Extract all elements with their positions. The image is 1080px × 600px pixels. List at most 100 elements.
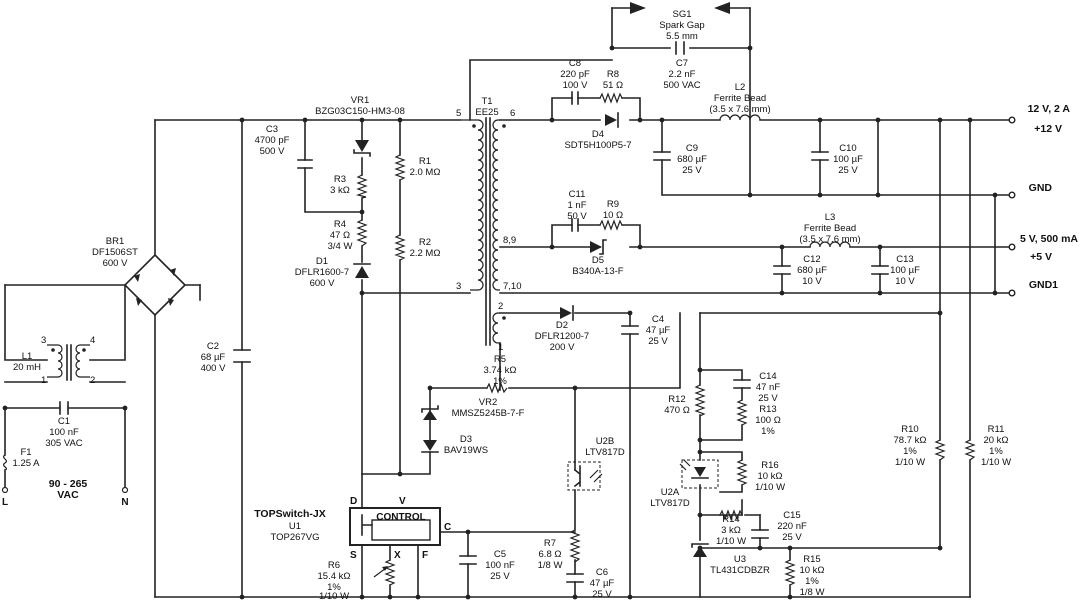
c11-rating: 50 V — [567, 211, 587, 222]
output-gnd-label: GND — [1029, 182, 1053, 194]
r5-value: 3.74 kΩ — [484, 365, 517, 376]
r14-power: 1/10 W — [716, 536, 746, 547]
c12-ref: C12 — [803, 254, 820, 265]
c14-ref: C14 — [759, 371, 776, 382]
u1-pin-f: F — [422, 550, 428, 561]
t1-pin-6: 6 — [510, 108, 515, 119]
u2a-ref: U2A — [661, 487, 680, 498]
u1-family: TOPSwitch-JX — [254, 508, 326, 520]
neutral-terminal-label: N — [121, 497, 128, 508]
resistor-r9 — [599, 219, 623, 231]
r4-ref: R4 — [334, 219, 346, 230]
t1-pin-8-9: 8,9 — [503, 235, 516, 246]
bridge-rectifier-br1 — [123, 253, 187, 317]
c15-ref: C15 — [783, 510, 800, 521]
r6-ref: R6 — [328, 560, 340, 571]
capacitor-c4 — [621, 325, 639, 335]
r11-ref: R11 — [988, 424, 1005, 435]
d1-part: DFLR1600-7 — [295, 267, 349, 278]
r13-tolerance: 1% — [761, 426, 775, 437]
c11-value: 1 nF — [567, 200, 586, 211]
r1-ref: R1 — [419, 156, 431, 167]
fuse-f1 — [2, 454, 8, 471]
sg1-desc: Spark Gap — [659, 20, 704, 31]
r7-ref: R7 — [544, 538, 556, 549]
r9-value: 10 Ω — [603, 210, 623, 221]
r14-ref: R14 — [722, 514, 739, 525]
c5-rating: 25 V — [490, 571, 510, 582]
r8-value: 51 Ω — [603, 80, 623, 91]
diode-d2 — [560, 305, 574, 321]
u2b-part: LTV817D — [585, 447, 625, 458]
br1-rating: 600 V — [103, 258, 128, 269]
resistor-r5 — [486, 382, 508, 394]
resistor-r2 — [394, 234, 406, 261]
t1-pin-3: 3 — [456, 281, 461, 292]
pin-labels: 5 6 3 8,9 7,10 2 1 3 4 1 2 D V C S X F — [41, 108, 522, 561]
c10-ref: C10 — [839, 143, 856, 154]
capacitor-c1 — [59, 401, 69, 415]
r5-ref: R5 — [494, 354, 506, 365]
d2-ref: D2 — [556, 320, 568, 331]
capacitor-c15 — [751, 529, 769, 539]
c12-rating: 10 V — [802, 276, 822, 287]
r15-tolerance: 1% — [805, 576, 819, 587]
l2-ref: L2 — [735, 82, 746, 93]
u1-pin-v: V — [399, 496, 406, 507]
u1-control-label: CONTROL — [376, 512, 425, 523]
f1-value: 1.25 A — [13, 458, 41, 469]
resistor-r12 — [694, 384, 706, 417]
diode-d1 — [353, 263, 371, 278]
capacitor-c10 — [811, 151, 829, 161]
c4-value: 47 µF — [646, 325, 671, 336]
output-5v-label: +5 V — [1030, 251, 1052, 263]
diode-d5 — [590, 239, 607, 255]
r11-power: 1/10 W — [981, 457, 1011, 468]
c6-ref: C6 — [596, 567, 608, 578]
r6-value: 15.4 kΩ — [318, 571, 351, 582]
u1-pin-x: X — [394, 550, 401, 561]
l1-ref: L1 — [22, 351, 33, 362]
c3-value: 4700 pF — [255, 135, 290, 146]
resistor-r7 — [569, 529, 581, 563]
choke-l1 — [47, 344, 90, 381]
r16-power: 1/10 W — [755, 482, 785, 493]
r3-value: 3 kΩ — [330, 185, 350, 196]
r2-ref: R2 — [419, 237, 431, 248]
u2a-part: LTV817D — [650, 498, 690, 509]
c4-ref: C4 — [652, 314, 664, 325]
junction-dots — [2, 45, 998, 600]
vr2-part: MMSZ5245B-7-F — [452, 408, 525, 419]
capacitor-c11 — [571, 218, 579, 232]
r6-power: 1/10 W — [319, 591, 349, 600]
u1-ref: U1 — [289, 521, 301, 532]
c1-rating: 305 VAC — [45, 438, 82, 449]
u1-pin-s: S — [350, 550, 357, 561]
c9-ref: C9 — [686, 143, 698, 154]
r6-tolerance: 1% — [327, 582, 341, 593]
inductor-l2 — [719, 114, 761, 121]
resistor-r4 — [356, 219, 368, 247]
l1-pin-4: 4 — [90, 335, 95, 346]
resistor-r15 — [784, 559, 796, 586]
u3-ref: U3 — [734, 554, 746, 565]
input-range: 90 - 265 — [49, 478, 88, 490]
r10-tolerance: 1% — [903, 446, 917, 457]
output-labels: 12 V, 2 A +12 V GND 5 V, 500 mA +5 V GND… — [1020, 103, 1078, 291]
u3-part: TL431CDBZR — [710, 565, 770, 576]
c14-rating: 25 V — [758, 393, 778, 404]
r10-value: 78.7 kΩ — [894, 435, 927, 446]
t1-pin-5: 5 — [456, 108, 461, 119]
c3-rating: 500 V — [260, 146, 285, 157]
t1-pin-1: 1 — [498, 342, 503, 353]
resistor-r13 — [736, 399, 748, 426]
output-5v-rating: 5 V, 500 mA — [1020, 233, 1078, 245]
labels: SG1 Spark Gap 5.5 mm C7 2.2 nF 500 VAC C… — [2, 9, 1011, 600]
l3-desc: Ferrite Bead — [804, 223, 856, 234]
resistor-r8 — [599, 92, 623, 104]
output-12v-rating: 12 V, 2 A — [1028, 103, 1071, 115]
c5-ref: C5 — [494, 549, 506, 560]
optocoupler-u2a — [679, 459, 719, 489]
vr1-ref: VR1 — [351, 95, 369, 106]
